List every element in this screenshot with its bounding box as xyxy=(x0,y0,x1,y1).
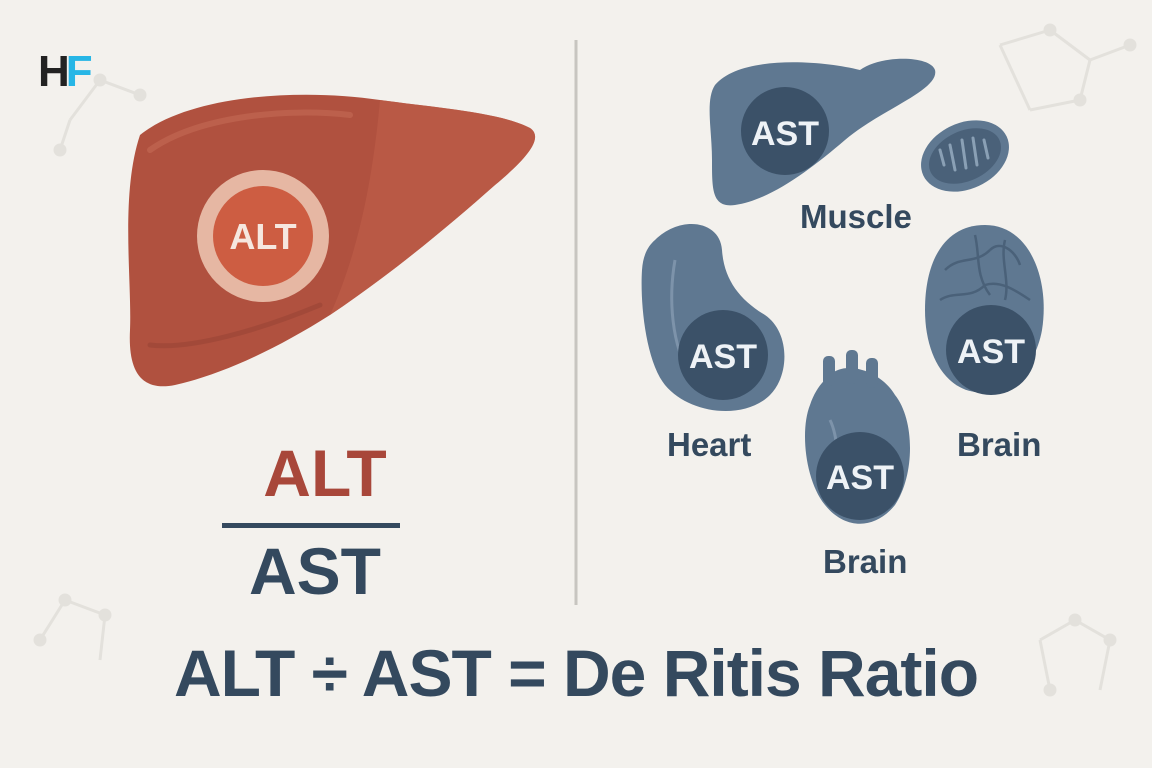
organ-label-brain-bottom: Brain xyxy=(823,543,908,580)
organ-brain-ast: AST xyxy=(925,225,1044,395)
organ-liver-ast: AST xyxy=(709,58,936,206)
fraction-numerator: ALT xyxy=(263,436,387,510)
organ-label-heart: Heart xyxy=(667,426,752,463)
logo-letter-f: F xyxy=(65,47,93,96)
fraction-bar xyxy=(222,523,400,528)
organ-brain-enzyme-label: AST xyxy=(957,333,1025,371)
fraction-denominator: AST xyxy=(249,534,381,608)
logo-letter-h: H xyxy=(38,47,70,96)
organ-liver-enzyme-label: AST xyxy=(751,115,819,153)
organ-heart-bottom-enzyme-label: AST xyxy=(826,459,894,497)
organ-label-brain-right: Brain xyxy=(957,426,1042,463)
brand-logo: HF xyxy=(38,47,93,96)
liver-illustration: ALT xyxy=(128,94,536,387)
organ-heart-ast: AST xyxy=(641,223,785,412)
molecule-decoration-top-right xyxy=(998,23,1137,112)
organ-label-muscle: Muscle xyxy=(800,198,912,235)
molecule-decoration-bottom-right xyxy=(1038,613,1117,697)
molecule-decoration-bottom-left xyxy=(33,593,112,661)
ratio-formula: ALT ÷ AST = De Ritis Ratio xyxy=(173,636,979,710)
organ-heart-bottom-ast: AST xyxy=(805,350,910,524)
molecule-decoration-top-left xyxy=(53,73,147,157)
liver-enzyme-label: ALT xyxy=(229,216,296,257)
organ-muscle-fiber xyxy=(921,120,1009,192)
organ-heart-enzyme-label: AST xyxy=(689,338,757,376)
